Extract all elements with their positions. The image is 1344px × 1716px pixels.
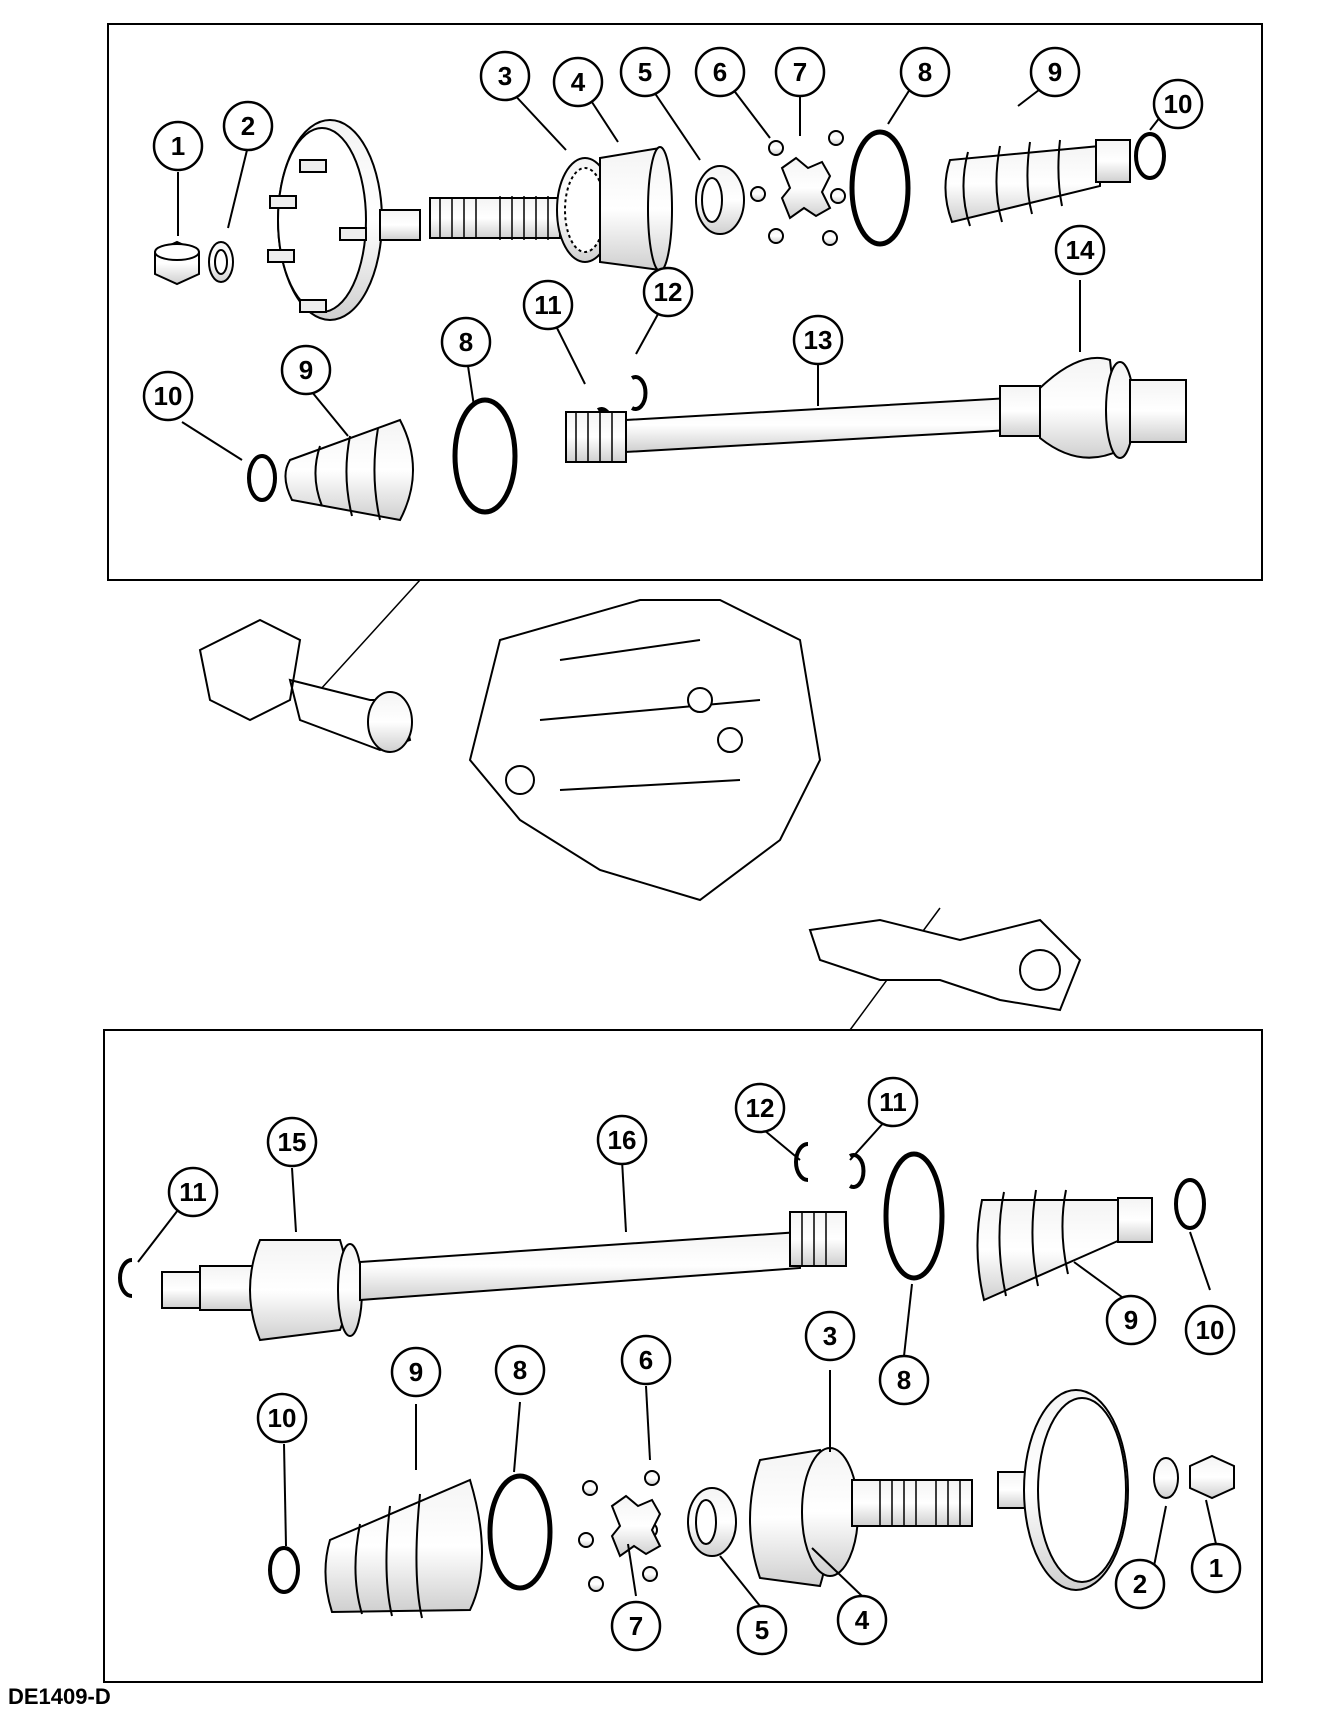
figure-id: DE1409-D [8, 1684, 111, 1709]
callout-1b-circle [1190, 1542, 1242, 1594]
lower-panel-frame [103, 1029, 1263, 1683]
callout-label: 7 [793, 57, 807, 87]
callout-label: 2 [241, 111, 255, 141]
callout-label: 6 [713, 57, 727, 87]
leader-line-upper [319, 579, 421, 691]
engine-block [468, 599, 822, 902]
upper-callout-labels: 1 2 3 4 5 6 7 8 9 10 11 12 13 14 10 9 8 [154, 57, 1193, 411]
lower-callout-labels: 12 11 11 15 16 8 9 10 10 9 8 6 7 5 3 4 2… [179, 1087, 1224, 1645]
ball-bearings [750, 130, 846, 246]
callout-2-circle [222, 100, 274, 152]
callout-label: 16 [608, 1125, 637, 1155]
callout-label: 8 [513, 1355, 527, 1385]
stub-shaft [429, 197, 561, 239]
lower-callouts [137, 1119, 1217, 1607]
callout-7-circle [774, 46, 826, 98]
callout-6b-circle [620, 1334, 672, 1386]
callout-label: 13 [804, 325, 833, 355]
callout-label: 7 [629, 1611, 643, 1641]
callout-8c-circle [878, 1354, 930, 1406]
callout-7b-circle [610, 1600, 662, 1652]
callout-10-circle [1152, 78, 1204, 130]
callout-label: 9 [409, 1357, 423, 1387]
interconnecting-shaft [565, 411, 627, 463]
callout-label: 9 [1048, 57, 1062, 87]
callout-label: 3 [498, 61, 512, 91]
boot-clamp-large [849, 129, 911, 247]
lower-outboard-assembly [268, 1389, 1235, 1619]
callout-label: 4 [571, 67, 586, 97]
upper-inboard-assembly [247, 356, 1187, 522]
callout-label: 12 [746, 1093, 775, 1123]
callout-label: 9 [1124, 1305, 1138, 1335]
lower-interconnecting-shaft [359, 1230, 801, 1302]
callout-label: 3 [823, 1321, 837, 1351]
callout-11c-circle [867, 1076, 919, 1128]
callout-label: 10 [1164, 89, 1193, 119]
lower-inboard-assembly [118, 1142, 1206, 1342]
callout-3-circle [479, 50, 531, 102]
callout-label: 10 [268, 1403, 297, 1433]
callout-12c-circle [734, 1082, 786, 1134]
callout-label: 1 [171, 131, 185, 161]
callout-9-circle [1029, 46, 1081, 98]
left-knuckle-halfshaft [198, 618, 412, 752]
callout-label: 11 [534, 290, 562, 320]
inner-race [780, 156, 832, 220]
callout-label: 12 [654, 277, 683, 307]
cv-boot [944, 144, 1101, 224]
callout-label: 8 [918, 57, 932, 87]
callout-9c-circle [1105, 1294, 1157, 1346]
callout-label: 8 [897, 1365, 911, 1395]
callout-4-circle [552, 56, 604, 108]
boot-clamp-small [1134, 132, 1166, 180]
callout-2b-circle [1114, 1558, 1166, 1610]
upper-panel-frame [107, 23, 1263, 581]
callout-3b-circle [804, 1310, 856, 1362]
right-halfshaft-knuckle [808, 918, 1082, 1012]
upper-callout-markers [142, 46, 1204, 422]
callout-11d-circle [167, 1166, 219, 1218]
callout-13-circle [792, 314, 844, 366]
callout-10c-circle [1184, 1304, 1236, 1356]
callout-label: 11 [179, 1177, 207, 1207]
callout-label: 11 [879, 1087, 907, 1117]
callout-6-circle [694, 46, 746, 98]
callout-9b-circle [280, 344, 332, 396]
callout-15-circle [266, 1116, 318, 1168]
callout-8-circle [899, 46, 951, 98]
callout-9d-circle [390, 1346, 442, 1398]
callout-8d-circle [494, 1344, 546, 1396]
callout-label: 15 [278, 1127, 307, 1157]
callout-label: 6 [639, 1345, 653, 1375]
callout-11-circle [522, 279, 574, 331]
callout-label: 4 [855, 1605, 870, 1635]
callout-10d-circle [256, 1392, 308, 1444]
callout-5b-circle [736, 1604, 788, 1656]
callout-label: 1 [1209, 1553, 1223, 1583]
callout-label: 10 [1196, 1315, 1225, 1345]
callout-14-circle [1054, 224, 1106, 276]
lower-callout-markers [167, 1076, 1242, 1656]
callout-label: 5 [638, 57, 652, 87]
upper-outboard-assembly [154, 119, 1166, 321]
callout-label: 2 [1133, 1569, 1147, 1599]
callout-4b-circle [836, 1594, 888, 1646]
callout-label: 5 [755, 1615, 769, 1645]
upper-callouts [177, 79, 1165, 461]
callout-12-circle [642, 266, 694, 318]
transaxle-illustration [198, 599, 1082, 1012]
callout-8b-circle [440, 316, 492, 368]
callout-label: 9 [299, 355, 313, 385]
callout-16-circle [596, 1114, 648, 1166]
callout-10b-circle [142, 370, 194, 422]
callout-1-circle [152, 120, 204, 172]
callout-label: 8 [459, 327, 473, 357]
callout-5-circle [619, 46, 671, 98]
callout-label: 10 [154, 381, 183, 411]
callout-label: 14 [1066, 235, 1095, 265]
